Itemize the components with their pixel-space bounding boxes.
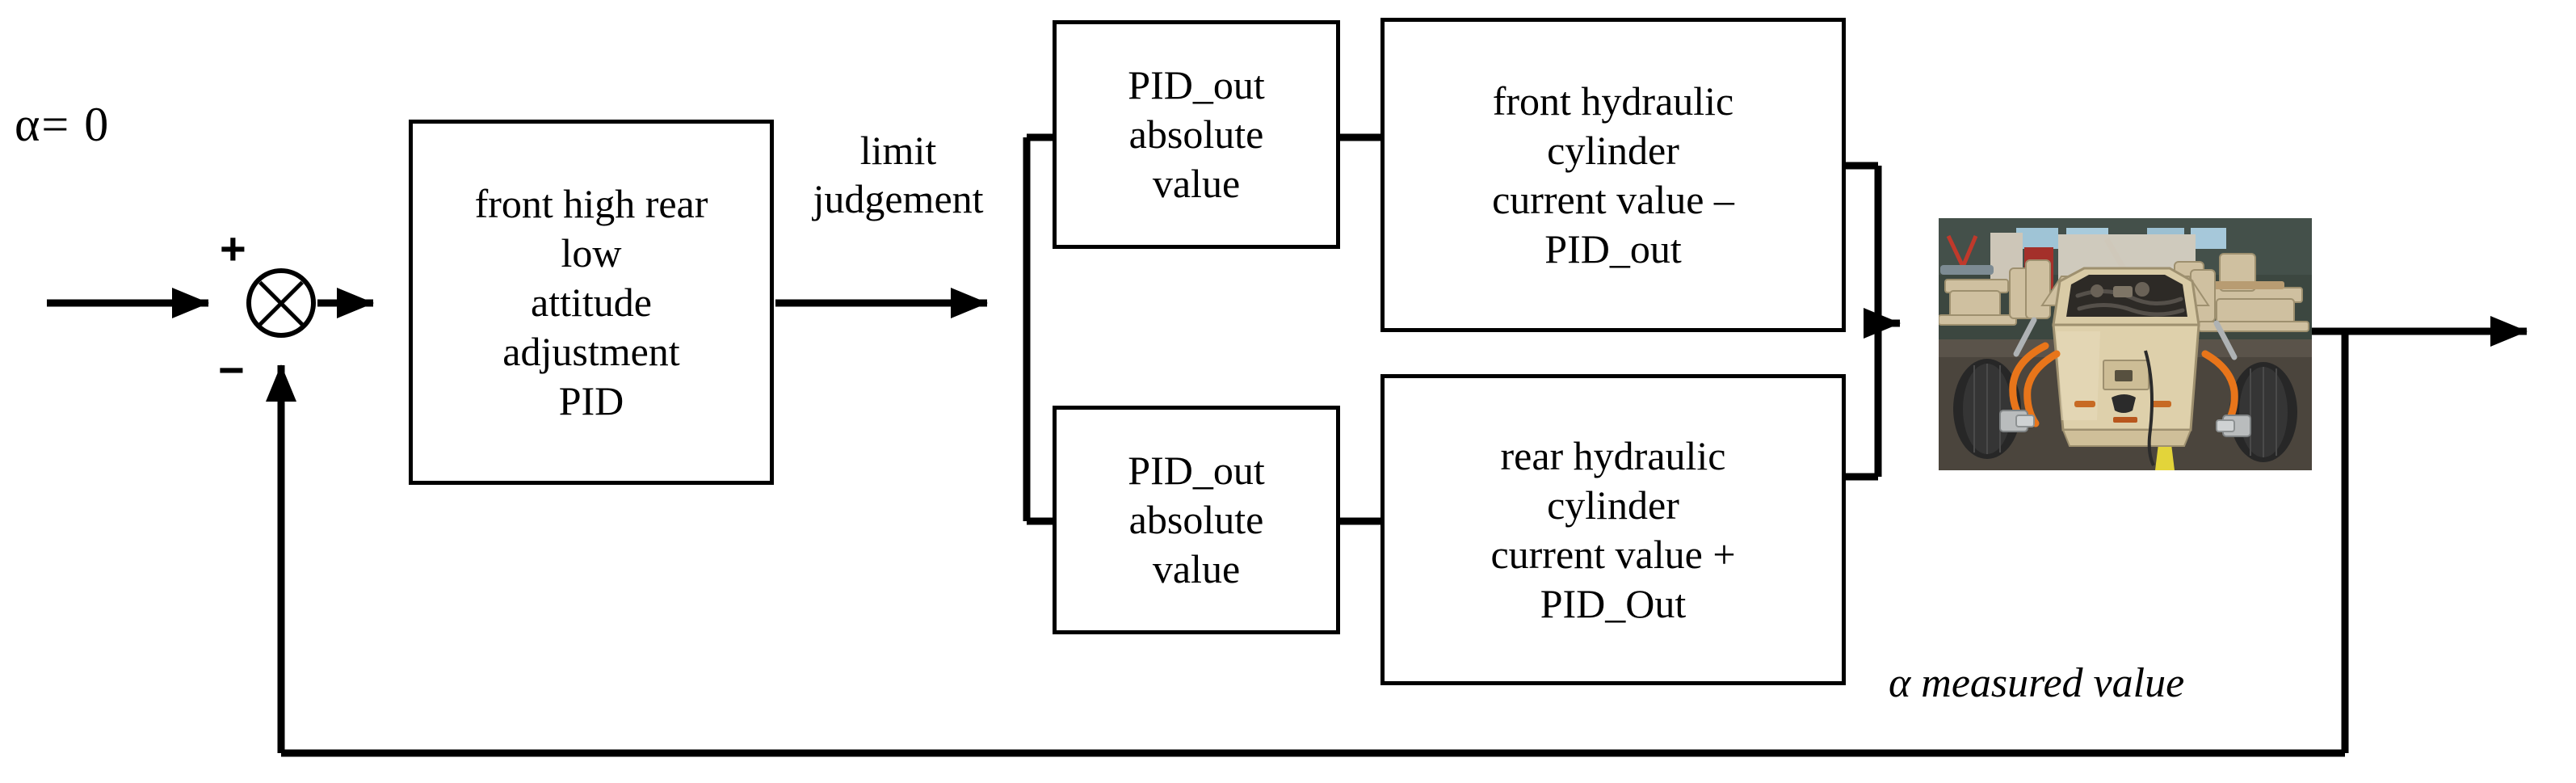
block-rear-hydraulic-cylinder: rear hydraulic cylinder current value + … bbox=[1380, 374, 1846, 685]
summing-junction bbox=[246, 268, 316, 338]
setpoint-label: α= 0 bbox=[15, 98, 111, 151]
feedback-signal-label: α measured value bbox=[1889, 660, 2185, 706]
limit-judgement-label: limit judgement bbox=[813, 128, 984, 221]
vehicle-chassis-photo bbox=[1939, 218, 2312, 470]
block-pid-controller: front high rear low attitude adjustment … bbox=[409, 120, 774, 485]
block-rear-hydraulic-cylinder-label: rear hydraulic cylinder current value + … bbox=[1490, 432, 1736, 626]
block-pid-out-absolute-value-top: PID_out absolute value bbox=[1053, 20, 1340, 249]
block-pid-controller-label: front high rear low attitude adjustment … bbox=[474, 180, 708, 423]
block-pid-out-absolute-value-top-label: PID_out absolute value bbox=[1128, 62, 1265, 206]
block-pid-out-absolute-value-bottom: PID_out absolute value bbox=[1053, 406, 1340, 634]
vehicle-chassis-illustration bbox=[1939, 218, 2312, 470]
block-front-hydraulic-cylinder: front hydraulic cylinder current value –… bbox=[1380, 18, 1846, 332]
summing-junction-minus-sign: − bbox=[218, 344, 245, 395]
block-pid-out-absolute-value-bottom-label: PID_out absolute value bbox=[1128, 448, 1265, 591]
summing-junction-plus-sign: + bbox=[220, 223, 246, 274]
block-front-hydraulic-cylinder-label: front hydraulic cylinder current value –… bbox=[1492, 78, 1734, 272]
